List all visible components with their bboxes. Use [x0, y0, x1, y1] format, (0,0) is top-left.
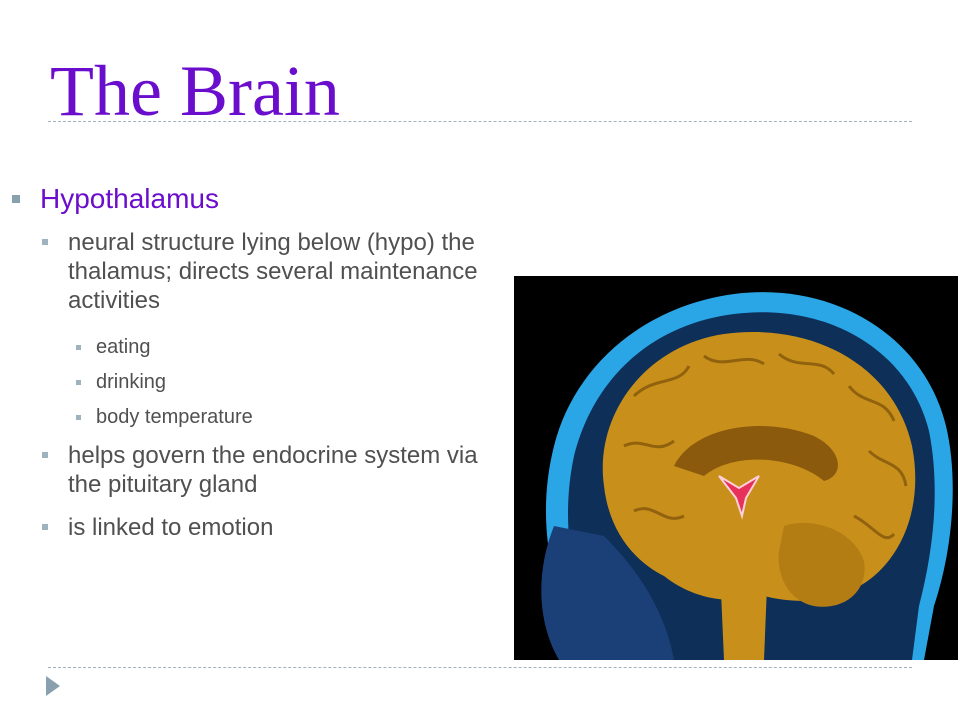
- square-bullet-icon: [76, 345, 81, 350]
- triangle-right-icon[interactable]: [46, 676, 60, 696]
- footer-divider: [48, 667, 912, 668]
- square-bullet-icon: [12, 195, 20, 203]
- bullet-text: Hypothalamus: [40, 183, 219, 214]
- bullet-text: drinking: [96, 371, 167, 393]
- square-bullet-icon: [42, 524, 48, 530]
- square-bullet-icon: [76, 415, 81, 420]
- cerebellum: [778, 522, 865, 607]
- bullet-text: eating: [96, 336, 151, 358]
- slide-title: The Brain: [50, 51, 340, 131]
- bullet-level3-drinking: drinking: [76, 370, 167, 394]
- brain-mri-image: [514, 276, 958, 660]
- bullet-level3-body-temperature: body temperature: [76, 405, 253, 429]
- hypothalamus-highlight: [718, 475, 760, 520]
- square-bullet-icon: [76, 380, 81, 385]
- bullet-level2-definition: neural structure lying below (hypo) the …: [42, 228, 518, 315]
- bullet-level1-hypothalamus: Hypothalamus: [12, 182, 219, 216]
- brainstem: [719, 502, 769, 660]
- bullet-text: neural structure lying below (hypo) the …: [68, 229, 478, 314]
- corpus-callosum: [674, 426, 838, 481]
- bullet-level2-endocrine: helps govern the endocrine system via th…: [42, 441, 508, 499]
- bullet-level3-eating: eating: [76, 335, 151, 359]
- bullet-text: is linked to emotion: [68, 514, 274, 541]
- title-divider: [48, 121, 912, 122]
- brain-mri-illustration: [514, 276, 958, 660]
- square-bullet-icon: [42, 452, 48, 458]
- bullet-text: helps govern the endocrine system via th…: [68, 442, 478, 498]
- square-bullet-icon: [42, 239, 48, 245]
- bullet-level2-emotion: is linked to emotion: [42, 513, 518, 542]
- bullet-text: body temperature: [96, 406, 253, 428]
- gyri: [623, 352, 908, 540]
